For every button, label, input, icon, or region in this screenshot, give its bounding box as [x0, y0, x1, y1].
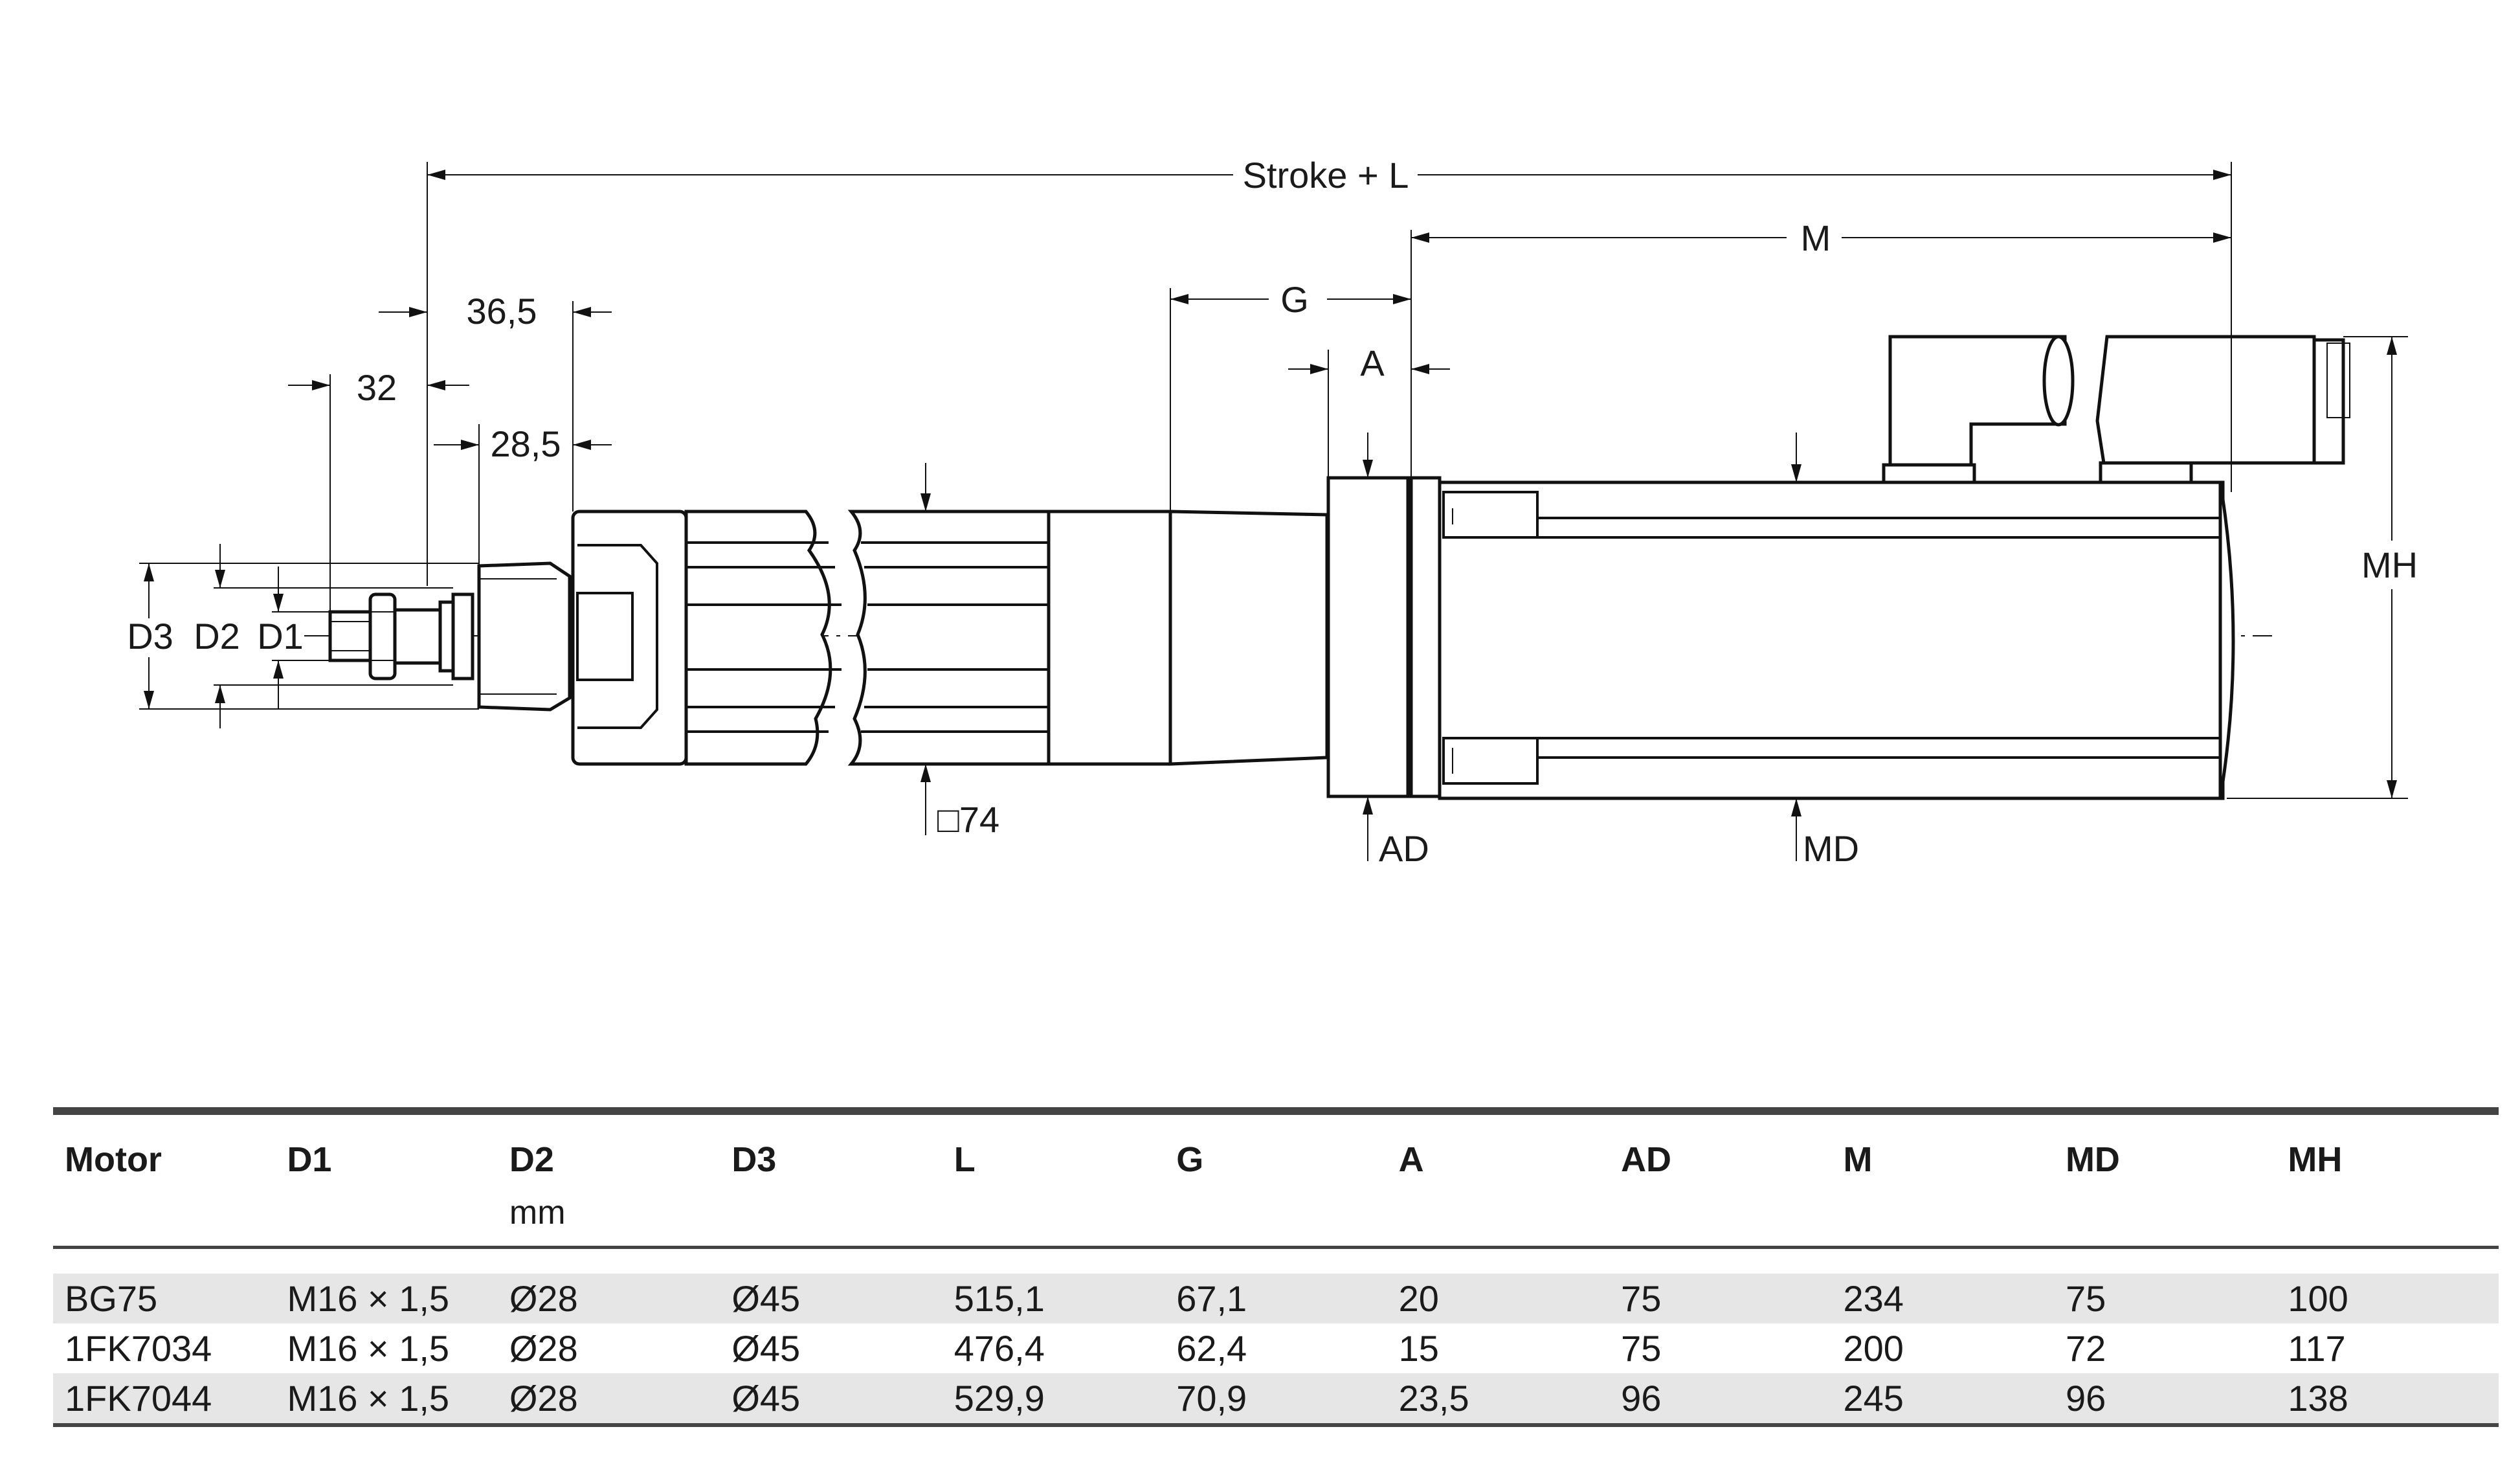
- label-g: G: [1280, 279, 1309, 320]
- table-cell: M16 × 1,5: [287, 1378, 450, 1419]
- label-36-5: 36,5: [467, 291, 537, 332]
- table-cell: 117: [2288, 1328, 2346, 1369]
- label-32: 32: [357, 367, 397, 408]
- header-a: A: [1398, 1140, 1424, 1179]
- table-top-rule: [53, 1107, 2499, 1115]
- label-ad: AD: [1379, 828, 1429, 869]
- label-d2: D2: [194, 616, 240, 657]
- header-motor: Motor: [65, 1140, 162, 1179]
- table-cell: 476,4: [953, 1328, 1045, 1369]
- table-cell: Ø28: [509, 1278, 578, 1319]
- header-ad: AD: [1621, 1140, 1672, 1179]
- table-cell: Ø45: [731, 1278, 801, 1319]
- dimension-lines: [139, 162, 2408, 861]
- table-unit-row: mm: [53, 1180, 2499, 1246]
- dimension-table: Motor D1 D2 D3 L G A AD M MD MH mm BG75 …: [53, 1107, 2499, 1427]
- actuator-dimension-drawing: Stroke + L M G A 36,5 32 28,5 D3 D2 D1 □…: [127, 155, 2418, 869]
- table-cell: 70,9: [1176, 1378, 1247, 1419]
- table-cell: M16 × 1,5: [287, 1328, 450, 1369]
- table-cell: 1FK7034: [65, 1328, 212, 1369]
- table-header-rule: [53, 1246, 2499, 1249]
- header-mh: MH: [2288, 1140, 2343, 1179]
- label-stroke-l: Stroke + L: [1243, 155, 1409, 196]
- table-cell: 62,4: [1176, 1328, 1247, 1369]
- table-cell: Ø28: [509, 1378, 578, 1419]
- table-cell: 75: [1621, 1278, 1662, 1319]
- table-cell: 15: [1398, 1328, 1439, 1369]
- table-cell: 234: [1843, 1278, 1904, 1319]
- table-cell: 75: [2065, 1278, 2106, 1319]
- label-md: MD: [1803, 828, 1859, 869]
- table-cell: 245: [1843, 1378, 1904, 1419]
- table-cell: 72: [2065, 1328, 2106, 1369]
- label-28-5: 28,5: [491, 423, 561, 464]
- table-cell: 20: [1398, 1278, 1439, 1319]
- table-cell: M16 × 1,5: [287, 1278, 450, 1319]
- label-d3: D3: [127, 616, 173, 657]
- table-cell: Ø45: [731, 1378, 801, 1419]
- table-row: 1FK7034 M16 × 1,5 Ø28 Ø45 476,4 62,4 15 …: [53, 1323, 2499, 1373]
- table-spacer: [53, 1249, 2499, 1274]
- table-cell: 529,9: [953, 1378, 1045, 1419]
- table-cell: 67,1: [1176, 1278, 1247, 1319]
- header-md: MD: [2065, 1140, 2120, 1179]
- table-cell: 96: [1621, 1378, 1662, 1419]
- table-cell: 138: [2288, 1378, 2348, 1419]
- table-cell: 100: [2288, 1278, 2348, 1319]
- header-d3: D3: [731, 1140, 777, 1179]
- label-m: M: [1801, 218, 1831, 258]
- header-g: G: [1176, 1140, 1204, 1179]
- unit-label: mm: [509, 1194, 566, 1231]
- table-header-row: Motor D1 D2 D3 L G A AD M MD MH: [53, 1115, 2499, 1180]
- table-cell: BG75: [65, 1278, 158, 1319]
- table-cell: 515,1: [953, 1278, 1045, 1319]
- label-square-74: □74: [937, 799, 999, 840]
- table-cell: 23,5: [1398, 1378, 1469, 1419]
- actuator-body: [328, 335, 2350, 800]
- table-cell: Ø28: [509, 1328, 578, 1369]
- table-cell: Ø45: [731, 1328, 801, 1369]
- table-cell: 200: [1843, 1328, 1904, 1369]
- table-cell: 75: [1621, 1328, 1662, 1369]
- header-l: L: [953, 1140, 976, 1179]
- table-row: BG75 M16 × 1,5 Ø28 Ø45 515,1 67,1 20 75 …: [53, 1274, 2499, 1323]
- header-d2: D2: [509, 1140, 554, 1179]
- table-row: 1FK7044 M16 × 1,5 Ø28 Ø45 529,9 70,9 23,…: [53, 1373, 2499, 1423]
- label-a: A: [1360, 343, 1385, 383]
- table-bottom-rule: [53, 1423, 2499, 1427]
- label-mh: MH: [2361, 545, 2418, 585]
- table-cell: 96: [2065, 1378, 2106, 1419]
- table-cell: 1FK7044: [65, 1378, 212, 1419]
- header-m: M: [1843, 1140, 1873, 1179]
- label-d1: D1: [257, 616, 304, 657]
- header-d1: D1: [287, 1140, 332, 1179]
